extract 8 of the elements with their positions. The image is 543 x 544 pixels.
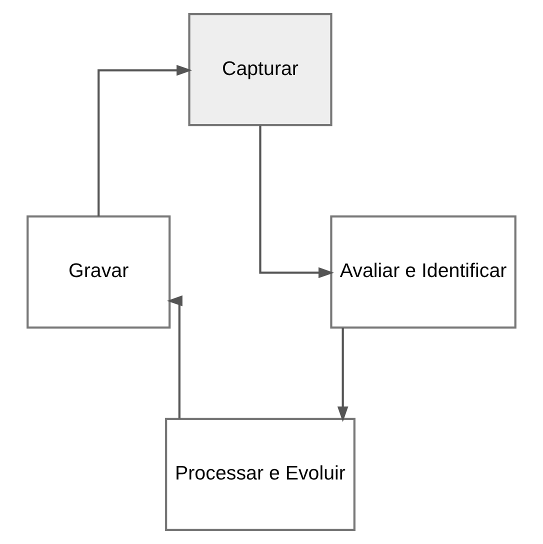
node-box: Capturar — [188, 13, 332, 126]
node-box: Avaliar e Identificar — [330, 215, 516, 329]
node-box: Processar e Evoluir — [165, 418, 356, 531]
node-box: Gravar — [26, 215, 171, 329]
arrow — [166, 295, 182, 419]
arrow — [259, 126, 334, 278]
arrow — [337, 328, 348, 422]
arrow — [98, 64, 192, 216]
